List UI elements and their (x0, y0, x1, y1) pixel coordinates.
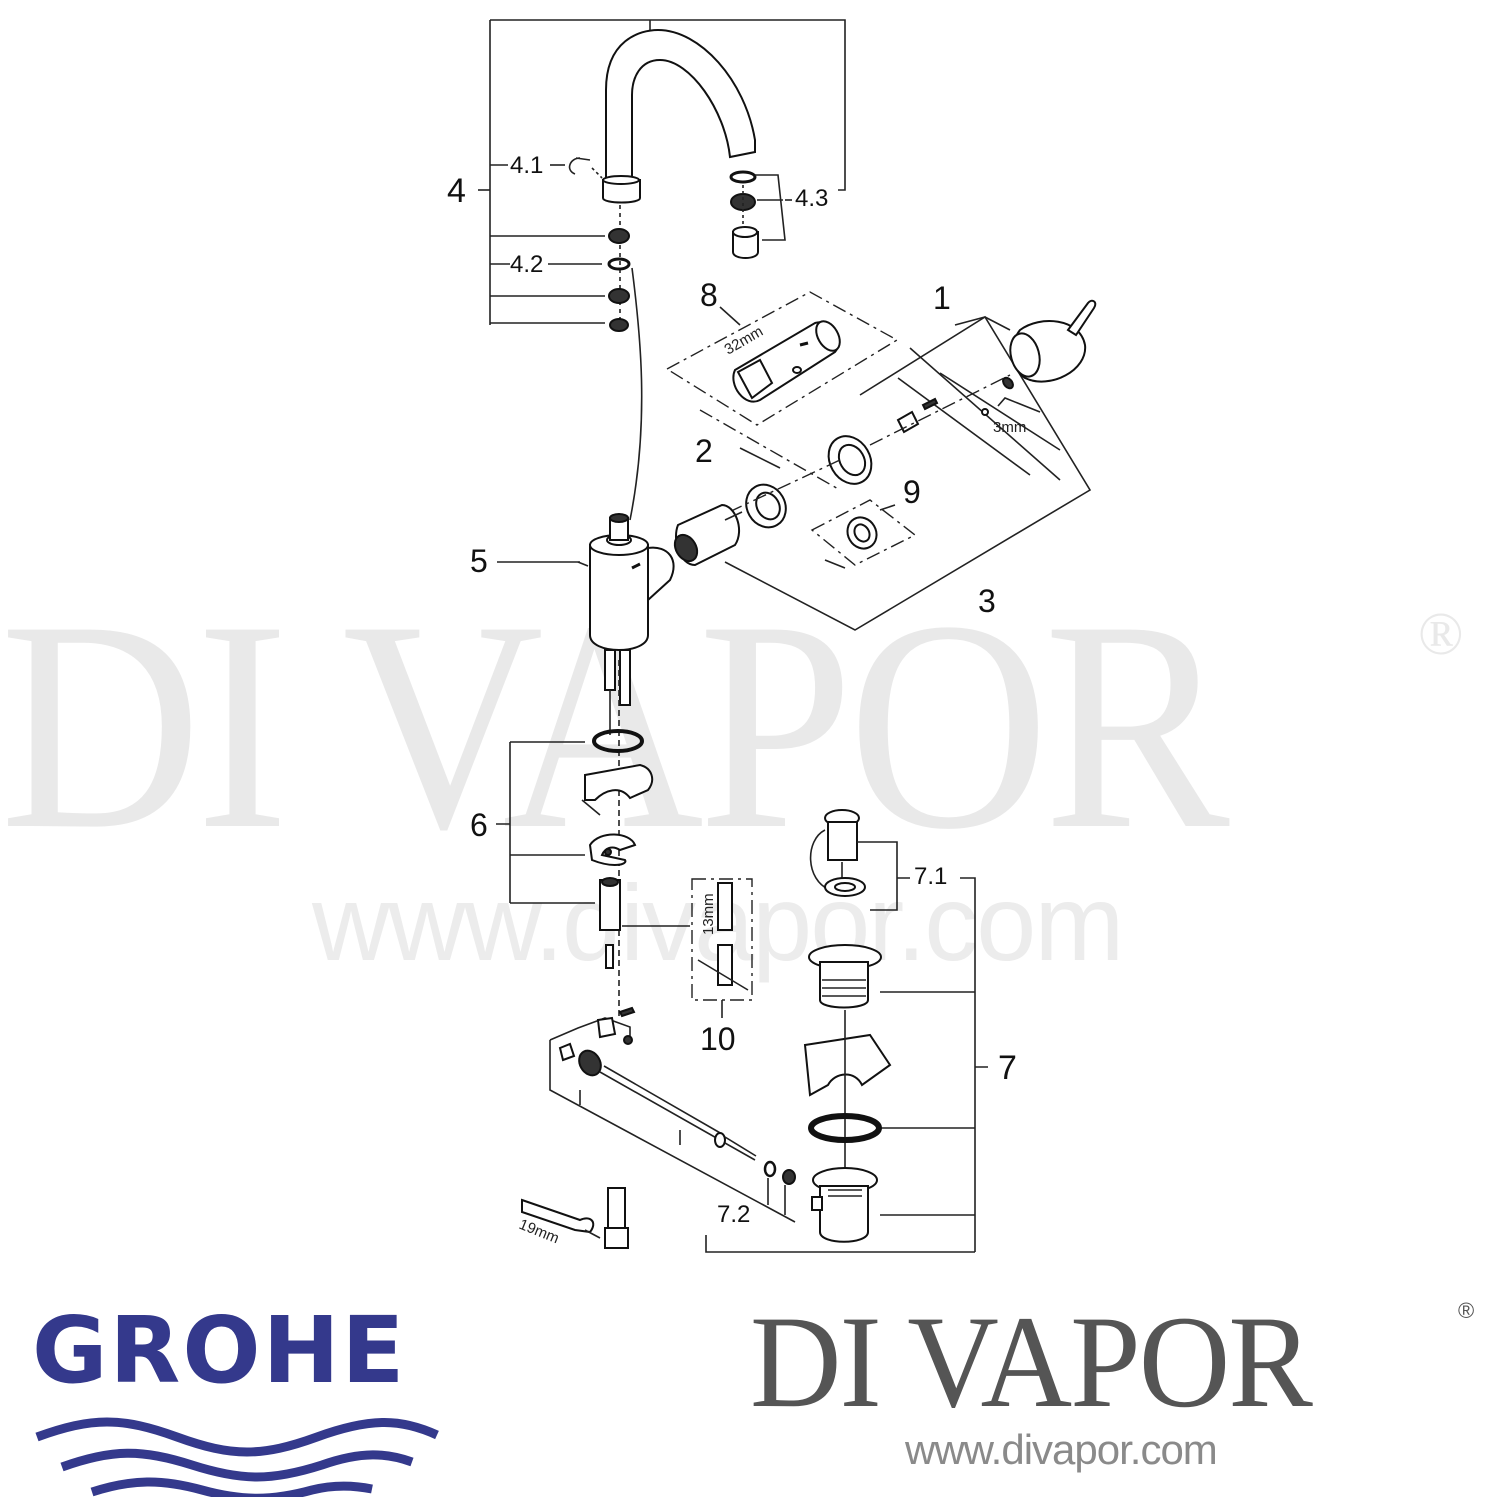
label-1: 1 (933, 280, 951, 316)
label-7-1: 7.1 (914, 863, 947, 890)
grohe-waves-icon (35, 1417, 439, 1502)
dimension-13mm: 13mm (700, 893, 717, 935)
supply-hose-and-wrench (521, 1187, 629, 1249)
exploded-parts-diagram: 4 4.1 4.2 4.3 8 32mm (447, 19, 1097, 1253)
label-4-2: 4.2 (510, 251, 543, 278)
dimension-3mm: 3mm (993, 419, 1026, 436)
handle-and-cartridge-group (673, 299, 1097, 631)
cartridge-tool-8 (665, 291, 899, 491)
label-3: 3 (978, 583, 996, 619)
label-4-1: 4.1 (510, 152, 543, 179)
pull-rod-linkage (549, 1006, 975, 1253)
label-5: 5 (470, 543, 488, 579)
label-2: 2 (695, 433, 713, 469)
divapor-logo: DI VAPOR ® www.divapor.com (750, 1288, 1474, 1474)
grohe-logo: GROHE (32, 1305, 442, 1502)
divapor-wordmark: DI VAPOR (750, 1288, 1313, 1435)
label-10: 10 (700, 1021, 736, 1057)
label-4: 4 (447, 172, 466, 210)
fixing-set (496, 729, 654, 969)
label-6: 6 (470, 807, 488, 843)
label-7-2: 7.2 (717, 1201, 750, 1228)
divapor-registered-mark: ® (1458, 1298, 1475, 1323)
label-7: 7 (998, 1049, 1017, 1087)
label-4-3: 4.3 (795, 185, 828, 212)
mixer-body (497, 513, 675, 1020)
spout-assembly (478, 19, 846, 521)
divapor-url: www.divapor.com (905, 1426, 1218, 1473)
label-8: 8 (700, 277, 718, 313)
grohe-wordmark: GROHE (32, 1297, 407, 1404)
pop-up-waste (803, 809, 988, 1252)
mounting-tool-10 (622, 878, 753, 1018)
label-9: 9 (903, 474, 921, 510)
